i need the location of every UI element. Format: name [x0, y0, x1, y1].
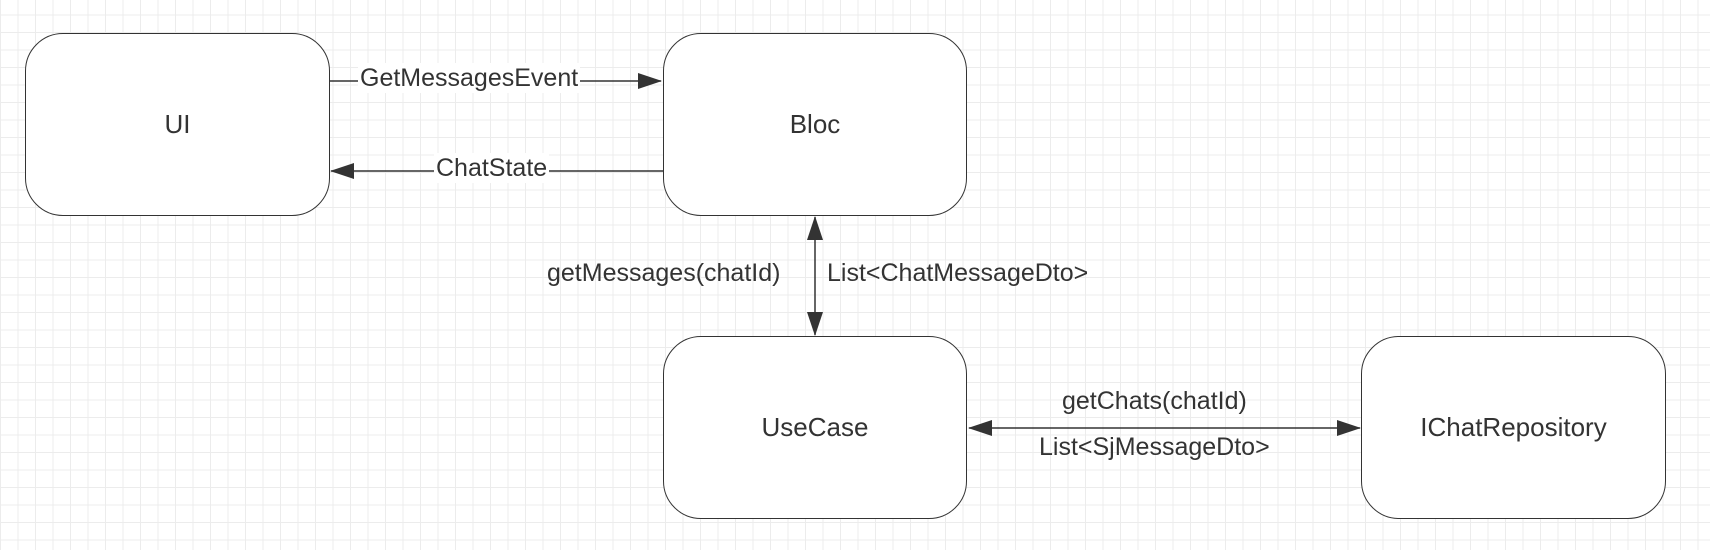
edge-label-get-chats: getChats(chatId) [1062, 387, 1247, 415]
node-bloc[interactable]: Bloc [663, 33, 967, 216]
node-usecase[interactable]: UseCase [663, 336, 967, 519]
node-ui[interactable]: UI [25, 33, 330, 216]
node-bloc-label: Bloc [789, 109, 841, 139]
node-usecase-label: UseCase [761, 412, 869, 442]
edge-label-get-messages-event: GetMessagesEvent [358, 63, 581, 93]
edge-label-chat-state: ChatState [434, 153, 550, 183]
node-repository-label: IChatRepository [1420, 412, 1607, 442]
node-repository[interactable]: IChatRepository [1361, 336, 1666, 519]
node-ui-label: UI [164, 109, 191, 139]
edge-label-get-messages: getMessages(chatId) [547, 259, 781, 287]
edge-label-sj-message-list: List<SjMessageDto> [1039, 433, 1270, 461]
edge-label-chat-message-list: List<ChatMessageDto> [827, 259, 1089, 287]
